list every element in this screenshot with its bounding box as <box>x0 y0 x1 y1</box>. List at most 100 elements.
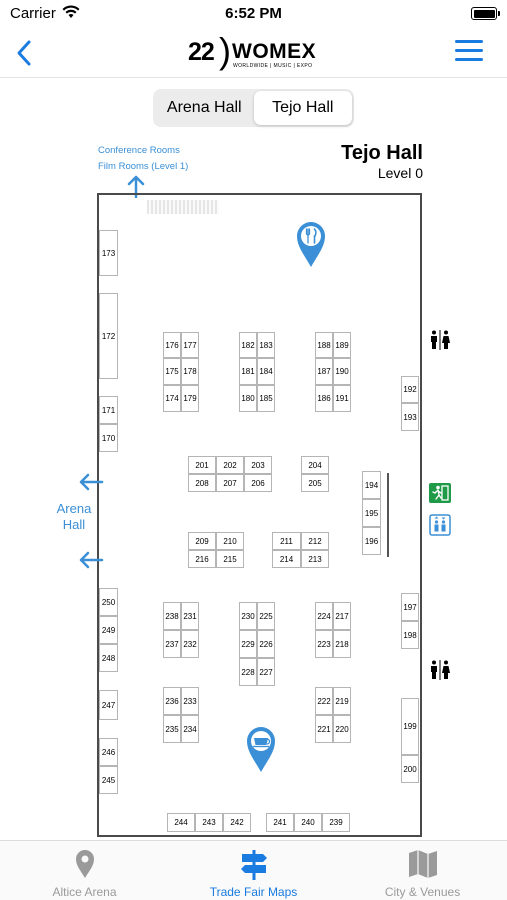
booth-240[interactable]: 240 <box>294 813 322 832</box>
booth-190[interactable]: 190 <box>333 358 351 385</box>
booth-218[interactable]: 218 <box>333 630 351 658</box>
booth-174[interactable]: 174 <box>163 385 181 412</box>
booth-183[interactable]: 183 <box>257 332 275 358</box>
booth-223[interactable]: 223 <box>315 630 333 658</box>
booth-211[interactable]: 211 <box>272 532 301 550</box>
booth-217[interactable]: 217 <box>333 602 351 630</box>
booth-228[interactable]: 228 <box>239 658 257 686</box>
booth-242[interactable]: 242 <box>223 813 251 832</box>
booth-208[interactable]: 208 <box>188 474 216 492</box>
booth-246[interactable]: 246 <box>99 738 118 766</box>
booth-224[interactable]: 224 <box>315 602 333 630</box>
booth-209[interactable]: 209 <box>188 532 216 550</box>
booth-193[interactable]: 193 <box>401 403 419 431</box>
tab-altice-arena[interactable]: Altice Arena <box>0 841 169 900</box>
restroom-icon <box>431 660 450 680</box>
booth-194[interactable]: 194 <box>362 471 381 499</box>
booth-215[interactable]: 215 <box>216 550 244 568</box>
booth-172[interactable]: 172 <box>99 293 118 379</box>
booth-201[interactable]: 201 <box>188 456 216 474</box>
booth-213[interactable]: 213 <box>301 550 329 568</box>
booth-210[interactable]: 210 <box>216 532 244 550</box>
floor-map: Conference Rooms Film Rooms (Level 1) Te… <box>0 138 507 840</box>
booth-245[interactable]: 245 <box>99 766 118 794</box>
booth-236[interactable]: 236 <box>163 687 181 715</box>
booth-199[interactable]: 199 <box>401 698 419 755</box>
booth-182[interactable]: 182 <box>239 332 257 358</box>
booth-204[interactable]: 204 <box>301 456 329 474</box>
menu-button[interactable] <box>455 40 483 64</box>
booth-250[interactable]: 250 <box>99 588 118 616</box>
booth-221[interactable]: 221 <box>315 715 333 743</box>
booth-225[interactable]: 225 <box>257 602 275 630</box>
booth-214[interactable]: 214 <box>272 550 301 568</box>
booth-207[interactable]: 207 <box>216 474 244 492</box>
booth-234[interactable]: 234 <box>181 715 199 743</box>
booth-233[interactable]: 233 <box>181 687 199 715</box>
back-button[interactable] <box>10 36 40 70</box>
conference-rooms-label: Conference Rooms <box>98 145 180 156</box>
tab-city-venues[interactable]: City & Venues <box>338 841 507 900</box>
booth-243[interactable]: 243 <box>195 813 223 832</box>
booth-180[interactable]: 180 <box>239 385 257 412</box>
segment-tejo-hall[interactable]: Tejo Hall <box>253 91 352 125</box>
booth-232[interactable]: 232 <box>181 630 199 658</box>
booth-206[interactable]: 206 <box>244 474 272 492</box>
booth-187[interactable]: 187 <box>315 358 333 385</box>
booth-222[interactable]: 222 <box>315 687 333 715</box>
booth-216[interactable]: 216 <box>188 550 216 568</box>
restaurant-pin-icon[interactable] <box>295 220 327 268</box>
booth-200[interactable]: 200 <box>401 755 419 783</box>
booth-220[interactable]: 220 <box>333 715 351 743</box>
booth-184[interactable]: 184 <box>257 358 275 385</box>
booth-198[interactable]: 198 <box>401 621 419 649</box>
chevron-left-icon <box>17 40 31 66</box>
booth-188[interactable]: 188 <box>315 332 333 358</box>
booth-241[interactable]: 241 <box>266 813 294 832</box>
booth-202[interactable]: 202 <box>216 456 244 474</box>
booth-179[interactable]: 179 <box>181 385 199 412</box>
booth-189[interactable]: 189 <box>333 332 351 358</box>
booth-186[interactable]: 186 <box>315 385 333 412</box>
booth-238[interactable]: 238 <box>163 602 181 630</box>
booth-226[interactable]: 226 <box>257 630 275 658</box>
booth-212[interactable]: 212 <box>301 532 329 550</box>
booth-249[interactable]: 249 <box>99 616 118 644</box>
booth-248[interactable]: 248 <box>99 644 118 672</box>
booth-239[interactable]: 239 <box>322 813 350 832</box>
booth-181[interactable]: 181 <box>239 358 257 385</box>
wifi-icon <box>62 5 80 18</box>
booth-196[interactable]: 196 <box>362 527 381 555</box>
map-icon <box>408 850 437 878</box>
hall-segmented-control: Arena Hall Tejo Hall <box>153 89 354 127</box>
booth-203[interactable]: 203 <box>244 456 272 474</box>
booth-176[interactable]: 176 <box>163 332 181 358</box>
booth-191[interactable]: 191 <box>333 385 351 412</box>
segment-arena-hall[interactable]: Arena Hall <box>166 99 242 116</box>
booth-231[interactable]: 231 <box>181 602 199 630</box>
arena-hall-link[interactable]: Arena Hall <box>56 501 92 532</box>
booth-185[interactable]: 185 <box>257 385 275 412</box>
booth-192[interactable]: 192 <box>401 376 419 403</box>
film-rooms-label: Film Rooms (Level 1) <box>98 161 189 172</box>
booth-178[interactable]: 178 <box>181 358 199 385</box>
booth-205[interactable]: 205 <box>301 474 329 492</box>
booth-173[interactable]: 173 <box>99 230 118 276</box>
booth-197[interactable]: 197 <box>401 593 419 621</box>
booth-227[interactable]: 227 <box>257 658 275 686</box>
booth-195[interactable]: 195 <box>362 499 381 527</box>
booth-177[interactable]: 177 <box>181 332 199 358</box>
booth-219[interactable]: 219 <box>333 687 351 715</box>
carrier-label: Carrier <box>10 5 56 22</box>
booth-175[interactable]: 175 <box>163 358 181 385</box>
booth-230[interactable]: 230 <box>239 602 257 630</box>
tab-trade-fair-maps[interactable]: Trade Fair Maps <box>169 841 338 900</box>
booth-237[interactable]: 237 <box>163 630 181 658</box>
cafe-pin-icon[interactable] <box>245 725 277 773</box>
booth-235[interactable]: 235 <box>163 715 181 743</box>
booth-229[interactable]: 229 <box>239 630 257 658</box>
booth-171[interactable]: 171 <box>99 396 118 424</box>
booth-244[interactable]: 244 <box>167 813 195 832</box>
booth-247[interactable]: 247 <box>99 690 118 720</box>
booth-170[interactable]: 170 <box>99 424 118 452</box>
